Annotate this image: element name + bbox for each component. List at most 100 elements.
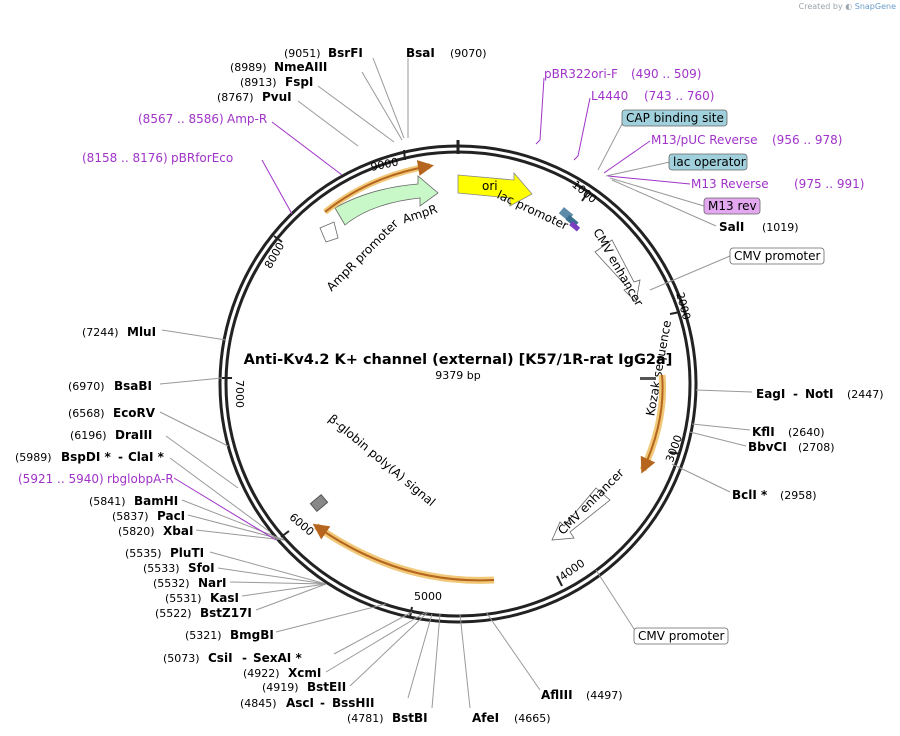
feature-cmv-enhancer-2: CMV enhancer bbox=[551, 466, 627, 541]
site-afliii: AflIII (4497) bbox=[485, 611, 623, 702]
site-pvui: (8767) PvuI bbox=[217, 90, 359, 147]
tick-label: 6000 bbox=[287, 511, 317, 539]
snapgene-credit: Created by ◐ SnapGene bbox=[799, 2, 896, 11]
tick-label: 5000 bbox=[414, 590, 442, 603]
feature-m13-rev: M13 rev bbox=[609, 177, 761, 215]
svg-text:(5321): (5321) bbox=[185, 629, 222, 642]
svg-text:(490 .. 509): (490 .. 509) bbox=[631, 67, 701, 81]
svg-text:KasI: KasI bbox=[210, 591, 239, 605]
tick-label: 7000 bbox=[233, 380, 246, 408]
svg-text:BssHII: BssHII bbox=[332, 696, 374, 710]
svg-text:L4440: L4440 bbox=[591, 89, 628, 103]
site-bmgbi: (5321) BmgBI bbox=[185, 603, 387, 642]
feature-lac-operator: lac operator bbox=[605, 153, 748, 177]
polya-cds-highlight bbox=[313, 523, 495, 584]
svg-text:BspDI *: BspDI * bbox=[61, 450, 111, 464]
svg-text:(5533): (5533) bbox=[143, 562, 180, 575]
svg-text:(8989): (8989) bbox=[230, 61, 267, 74]
site-bbvci: BbvCI (2708) bbox=[689, 431, 835, 454]
site-fspi: (8913) FspI bbox=[240, 75, 395, 143]
site-mlui: (7244) MluI bbox=[82, 325, 227, 341]
svg-text:DraIII: DraIII bbox=[115, 428, 152, 442]
site-bsrfi: (9051) BsrFI bbox=[284, 46, 405, 139]
svg-text:AflIII: AflIII bbox=[541, 688, 573, 702]
svg-text:CMV promoter: CMV promoter bbox=[734, 249, 821, 263]
svg-text:(743 .. 760): (743 .. 760) bbox=[644, 89, 714, 103]
feature-cap-binding-site: CAP binding site bbox=[597, 109, 728, 171]
site-nmeaiii: (8989) NmeAIII bbox=[230, 60, 403, 141]
svg-text:SalI: SalI bbox=[719, 220, 744, 234]
feature-ori: ori bbox=[457, 171, 533, 207]
svg-text:XcmI: XcmI bbox=[288, 666, 321, 680]
feature-lac-operator-block bbox=[558, 207, 581, 232]
primer-rbglobpa-r-name: rbglobpA-R bbox=[107, 472, 174, 486]
site-bcli: BclI * (2958) bbox=[671, 463, 817, 502]
tick-6000: 6000 bbox=[280, 511, 317, 539]
site-separator: - bbox=[793, 387, 798, 401]
svg-text:MluI: MluI bbox=[127, 325, 156, 339]
svg-text:(5522): (5522) bbox=[155, 607, 192, 620]
svg-text:-: - bbox=[118, 450, 123, 464]
tick-7000: 7000 bbox=[222, 377, 246, 408]
svg-text:Amp-R: Amp-R bbox=[227, 112, 267, 126]
credit-brand: SnapGene bbox=[854, 2, 896, 11]
feature-ampr-promoter bbox=[319, 221, 339, 243]
svg-text:(9051): (9051) bbox=[284, 47, 321, 60]
site-asci-bsshii: (4845) AscI - BssHII bbox=[240, 613, 433, 710]
site-kfli: KflI (2640) bbox=[691, 423, 825, 439]
svg-text:(4497): (4497) bbox=[586, 689, 623, 702]
svg-text:BsrFI: BsrFI bbox=[328, 46, 363, 60]
svg-text:CMV promoter: CMV promoter bbox=[638, 629, 725, 643]
svg-text:CAP binding site: CAP binding site bbox=[626, 111, 724, 125]
svg-text:(2958): (2958) bbox=[780, 489, 817, 502]
svg-text:M13 Reverse: M13 Reverse bbox=[691, 177, 769, 191]
feature-ampr: AmpR bbox=[334, 175, 439, 226]
plasmid-length: 9379 bp bbox=[435, 369, 480, 382]
plasmid-title: Anti-Kv4.2 K+ channel (external) [K57/1R… bbox=[244, 352, 673, 368]
site-csii-sexai: (5073) CsiI - SexAI * bbox=[163, 611, 413, 665]
svg-text:SfoI: SfoI bbox=[188, 561, 215, 575]
backbone-inner-ring bbox=[224, 150, 692, 618]
svg-text:(5989): (5989) bbox=[15, 451, 52, 464]
backbone-outer-ring bbox=[218, 144, 698, 624]
site-eagi-noti: EagI NotI (2447) bbox=[695, 387, 884, 401]
svg-text:-: - bbox=[242, 651, 247, 665]
svg-text:(2447): (2447) bbox=[847, 388, 884, 401]
igg-cds-arrow bbox=[640, 374, 664, 474]
svg-text:BclI *: BclI * bbox=[732, 488, 768, 502]
site-bsai: BsaI (9070) bbox=[406, 46, 487, 138]
feature-globin-label: β-globin poly(A) signal bbox=[326, 412, 438, 509]
svg-text:(4922): (4922) bbox=[243, 667, 280, 680]
feature-cmv-promoter-1: CMV promoter bbox=[649, 247, 825, 291]
site-bstbi: (4781) BstBI bbox=[347, 613, 441, 725]
svg-text:XbaI: XbaI bbox=[163, 524, 193, 538]
site-cluster-narI bbox=[209, 551, 327, 611]
svg-text:(8567 .. 8586): (8567 .. 8586) bbox=[138, 112, 224, 126]
svg-text:SexAI *: SexAI * bbox=[253, 651, 302, 665]
credit-prefix: Created by bbox=[798, 2, 843, 11]
primer-m13-puc-reverse: M13/pUC Reverse (956 .. 978) bbox=[603, 133, 842, 174]
svg-text:(8913): (8913) bbox=[240, 76, 277, 89]
feature-label: ori bbox=[482, 179, 498, 193]
svg-text:(6970): (6970) bbox=[68, 380, 105, 393]
site-sali: SalI (1019) bbox=[611, 179, 799, 234]
svg-text:(5532): (5532) bbox=[153, 577, 190, 590]
svg-text:(8158 .. 8176): (8158 .. 8176) bbox=[82, 151, 168, 165]
svg-text:(956 .. 978): (956 .. 978) bbox=[772, 133, 842, 147]
svg-text:BmgBI: BmgBI bbox=[230, 628, 274, 642]
svg-text:PluTI: PluTI bbox=[170, 546, 204, 560]
svg-text:AscI: AscI bbox=[286, 696, 314, 710]
svg-text:BstEII: BstEII bbox=[307, 680, 346, 694]
tick-4000: 4000 bbox=[556, 557, 587, 587]
site-afei: AfeI (4665) bbox=[459, 613, 551, 725]
ampr-cds-arrow-line bbox=[324, 160, 434, 213]
svg-text:(4781): (4781) bbox=[347, 712, 384, 725]
svg-text:BbvCI: BbvCI bbox=[748, 440, 787, 454]
primer-rbglobpa-r-range: (5921 .. 5940) bbox=[18, 472, 104, 486]
svg-text:EcoRV: EcoRV bbox=[113, 406, 156, 420]
svg-text:BstBI: BstBI bbox=[392, 711, 428, 725]
svg-text:(9070): (9070) bbox=[450, 47, 487, 60]
svg-text:(5531): (5531) bbox=[165, 592, 202, 605]
svg-text:(6196): (6196) bbox=[70, 429, 107, 442]
